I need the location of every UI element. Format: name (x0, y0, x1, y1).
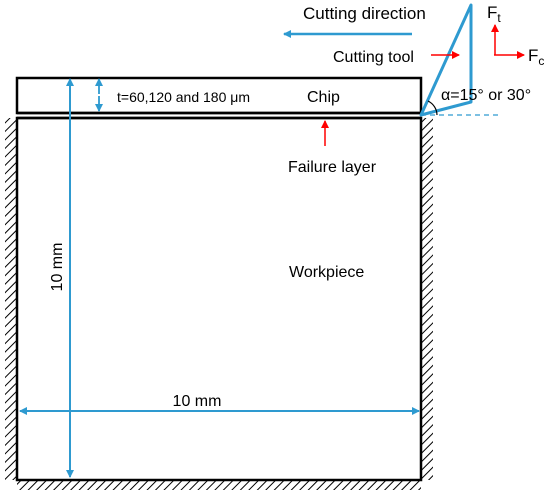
failure-layer-label: Failure layer (288, 159, 377, 176)
rake-angle-label: α=15° or 30° (441, 87, 531, 104)
left-fixture-hatch (5, 118, 17, 480)
chip-label: Chip (307, 89, 340, 106)
rake-angle-arc (427, 100, 438, 116)
cutting-tool-label: Cutting tool (333, 49, 414, 66)
bottom-fixture-hatch (17, 480, 421, 490)
thrust-force-label: Ft (487, 3, 501, 25)
height-dimension-label: 10 mm (49, 243, 66, 292)
cutting-direction-label: Cutting direction (303, 4, 426, 23)
right-fixture-hatch (421, 118, 433, 480)
workpiece-label: Workpiece (289, 264, 364, 281)
workpiece-body (15, 116, 423, 482)
cutting-tool (419, 3, 473, 117)
width-dimension-label: 10 mm (173, 393, 222, 410)
chip-thickness-label: t=60,120 and 180 μm (117, 89, 250, 105)
cutting-force-label: Fc (528, 46, 544, 68)
